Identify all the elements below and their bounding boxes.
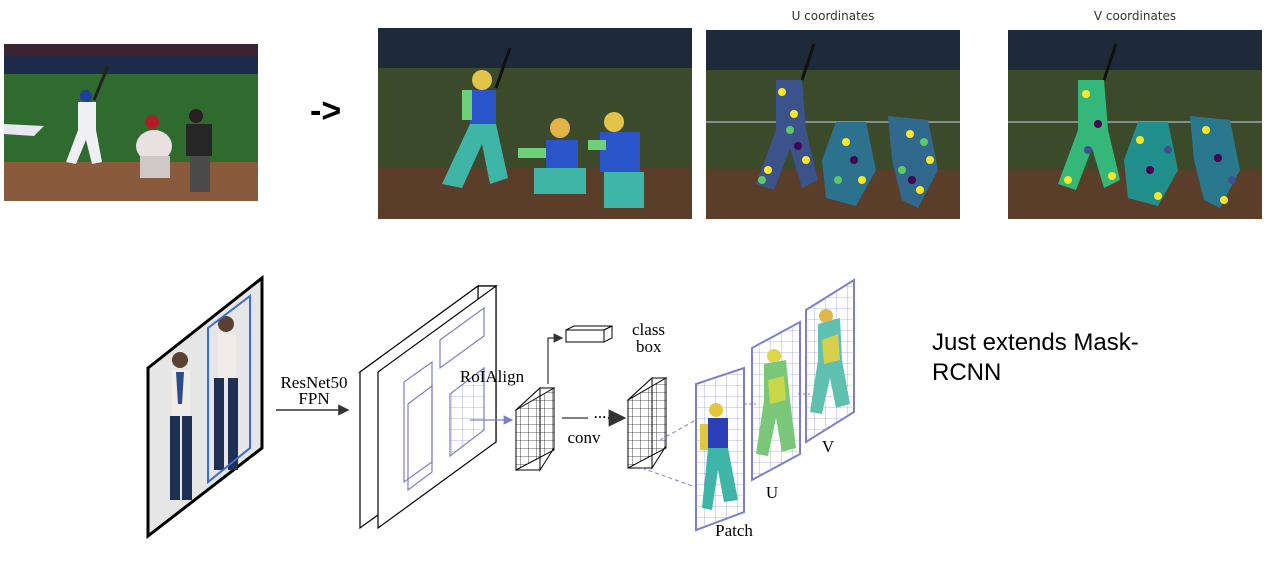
u-label: U bbox=[766, 483, 778, 502]
side-note-line1: Just extends Mask- bbox=[932, 329, 1139, 356]
class-box-head bbox=[565, 325, 613, 343]
roi-feature-cube bbox=[514, 386, 556, 472]
backbone-label-line2: FPN bbox=[298, 389, 329, 408]
u-panel bbox=[751, 320, 801, 482]
backbone-feature-map bbox=[358, 284, 498, 530]
v-coordinates-title: V coordinates bbox=[1093, 9, 1177, 23]
dense-head-cube bbox=[626, 376, 668, 470]
segmentation-panel bbox=[378, 28, 692, 219]
ellipsis-label: ... bbox=[594, 403, 607, 422]
v-coordinates-panel bbox=[1008, 30, 1262, 219]
v-label: V bbox=[822, 437, 835, 456]
conv-label: conv bbox=[567, 428, 601, 447]
patch-connector-bottom bbox=[641, 467, 699, 489]
class-box-branch-arrow bbox=[547, 333, 564, 384]
bounding-box bbox=[207, 293, 251, 485]
box-label: box bbox=[636, 337, 662, 356]
input-photo bbox=[4, 44, 258, 201]
v-panel bbox=[805, 278, 855, 444]
roi-region bbox=[449, 366, 485, 458]
u-coordinates-title: U coordinates bbox=[791, 9, 875, 23]
side-note-line2: RCNN bbox=[932, 359, 1002, 386]
class-label: class bbox=[632, 320, 665, 339]
side-note: Just extends Mask- RCNN bbox=[932, 328, 1192, 388]
person-left bbox=[170, 352, 192, 500]
transform-arrow: -> bbox=[310, 92, 342, 130]
patch-panel bbox=[695, 366, 745, 532]
person-right bbox=[214, 316, 238, 470]
backbone-label-line1: ResNet50 bbox=[280, 373, 347, 392]
input-image bbox=[146, 274, 264, 540]
patch-label: Patch bbox=[715, 521, 753, 540]
roialign-label: RoIAlign bbox=[460, 367, 525, 386]
u-coordinates-panel bbox=[706, 30, 960, 219]
